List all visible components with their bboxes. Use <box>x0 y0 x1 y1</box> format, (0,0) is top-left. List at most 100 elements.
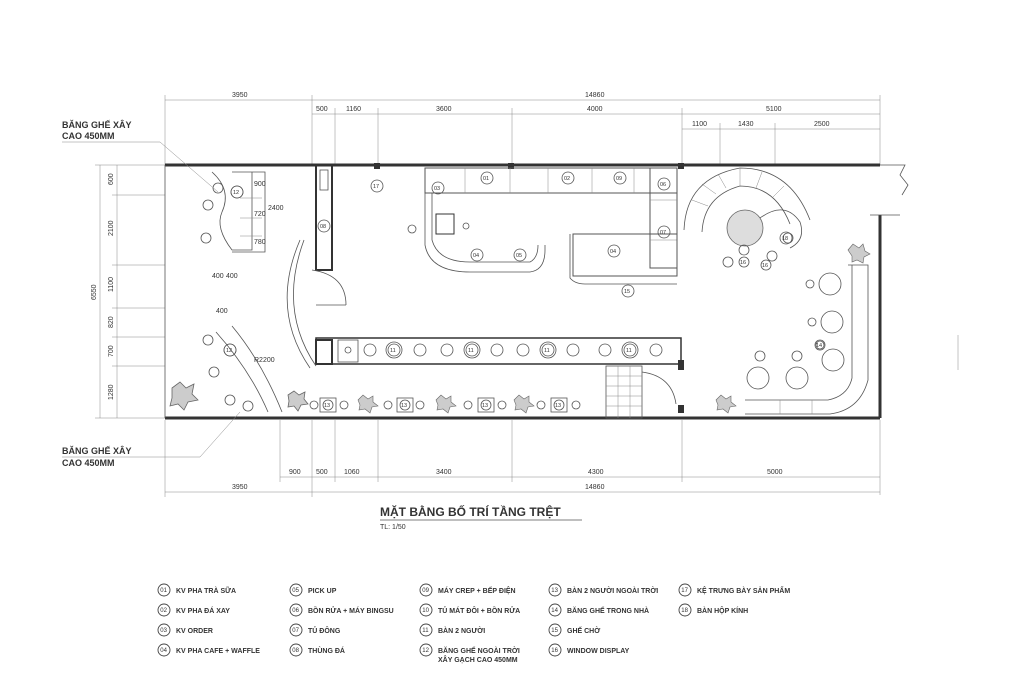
svg-text:15: 15 <box>624 289 630 295</box>
svg-text:05: 05 <box>516 253 522 259</box>
building-walls <box>164 163 909 420</box>
drawing-title: MẶT BẰNG BỐ TRÍ TẦNG TRỆT <box>380 504 561 519</box>
legend-label: KV PHA CAFE + WAFFLE <box>176 648 260 655</box>
legend-number-circle <box>157 623 171 637</box>
dim-bot-1060: 1060 <box>344 469 360 476</box>
legend-number-circle <box>289 643 303 657</box>
dim-inner-720: 720 <box>254 211 266 218</box>
legend-number-circle <box>157 603 171 617</box>
marker-01: 01 <box>480 171 494 185</box>
marker-07: 07 <box>657 225 671 239</box>
bar-counter <box>337 167 678 363</box>
legend-label: TỦ ĐÔNG <box>308 626 341 635</box>
legend-label: GHẾ CHỜ <box>567 625 600 635</box>
svg-text:11: 11 <box>544 348 550 354</box>
legend-number: 06 <box>292 608 299 614</box>
legend-number: 04 <box>160 648 167 654</box>
legend-label: WINDOW DISPLAY <box>567 648 630 655</box>
legend-number: 13 <box>551 588 558 594</box>
legend-number: 08 <box>292 648 299 654</box>
legend-number-circle <box>289 603 303 617</box>
legend-label: BỒN RỬA + MÁY BINGSU <box>308 605 394 615</box>
legend-number-circle <box>419 583 433 597</box>
svg-text:17: 17 <box>373 184 379 190</box>
svg-text:06: 06 <box>660 182 666 188</box>
marker-11c: 11 <box>541 343 555 357</box>
svg-text:09: 09 <box>616 176 622 182</box>
svg-text:16: 16 <box>762 263 768 269</box>
legend-label: BÀN HỘP KÍNH <box>697 606 748 615</box>
svg-text:11: 11 <box>626 348 632 354</box>
legend-number: 15 <box>551 628 558 634</box>
legend-number-circle <box>678 583 692 597</box>
marker-17: 17 <box>370 179 384 193</box>
dim-top-500: 500 <box>316 106 328 113</box>
note-top-left: BĂNG GHẾ XÂY CAO 450MM <box>62 119 219 193</box>
marker-02: 02 <box>561 171 575 185</box>
dim-top-5100: 5100 <box>766 106 782 113</box>
marker-16b: 16 <box>760 259 772 271</box>
dim-inner-780: 780 <box>254 239 266 246</box>
dim-top-3600: 3600 <box>436 106 452 113</box>
legend-item-04: 04 KV PHA CAFE + WAFFLE <box>157 643 260 657</box>
dim-bot-4300: 4300 <box>588 469 604 476</box>
marker-06: 06 <box>657 177 671 191</box>
legend-number-circle <box>289 623 303 637</box>
legend-number: 05 <box>292 588 299 594</box>
legend-number: 12 <box>422 648 429 654</box>
legend-label: PICK UP <box>308 588 337 595</box>
dim-left-700: 700 <box>108 345 115 357</box>
dim-bot-5000: 5000 <box>767 469 783 476</box>
dim-left-600: 600 <box>108 173 115 185</box>
svg-text:13: 13 <box>482 403 488 409</box>
dim-top-3950: 3950 <box>232 92 248 99</box>
legend-item-15: 15 GHẾ CHỜ <box>548 623 600 637</box>
svg-text:13: 13 <box>401 403 407 409</box>
drawing-scale: TL: 1/50 <box>380 524 406 531</box>
svg-text:04: 04 <box>473 253 479 259</box>
dim-inner-400c: 400 <box>216 308 228 315</box>
dim-left-total: 6550 <box>91 284 98 300</box>
spiral-stair <box>605 167 811 419</box>
front-outdoor-tables <box>309 394 581 414</box>
legend-label: KỆ TRƯNG BÀY SẢN PHẨM <box>697 586 790 595</box>
legend-number-circle <box>548 583 562 597</box>
legend-label: KV ORDER <box>176 628 213 635</box>
marker-12a: 12 <box>230 185 244 199</box>
note-bottom-left: BĂNG GHẾ XÂY CAO 450MM <box>62 411 241 468</box>
bar-tables-row <box>363 341 663 359</box>
legend-number: 09 <box>422 588 429 594</box>
outdoor-seating-left: 900 720 2400 780 400 400 400 R2200 <box>169 171 347 413</box>
svg-text:02: 02 <box>564 176 570 182</box>
dim-r2200: R2200 <box>254 357 275 364</box>
marker-11a: 11 <box>387 343 401 357</box>
dim-inner-2400: 2400 <box>268 205 284 212</box>
dim-left-2100: 2100 <box>108 220 115 236</box>
svg-text:12: 12 <box>233 190 239 196</box>
legend-label: BĂNG GHẾ TRONG NHÀ <box>567 605 649 615</box>
legend-label: THÙNG ĐÁ <box>308 646 345 655</box>
dim-bot-500: 500 <box>316 469 328 476</box>
legend-number-circle <box>289 583 303 597</box>
marker-12b: 12 <box>223 343 237 357</box>
svg-text:04: 04 <box>610 249 616 255</box>
svg-text:01: 01 <box>483 176 489 182</box>
legend-label: KV PHA ĐÁ XAY <box>176 606 230 615</box>
dim-top-1430: 1430 <box>738 121 754 128</box>
legend-number: 16 <box>551 648 558 654</box>
marker-08: 08 <box>317 219 331 233</box>
legend-label: KV PHA TRÀ SỮA <box>176 586 236 595</box>
